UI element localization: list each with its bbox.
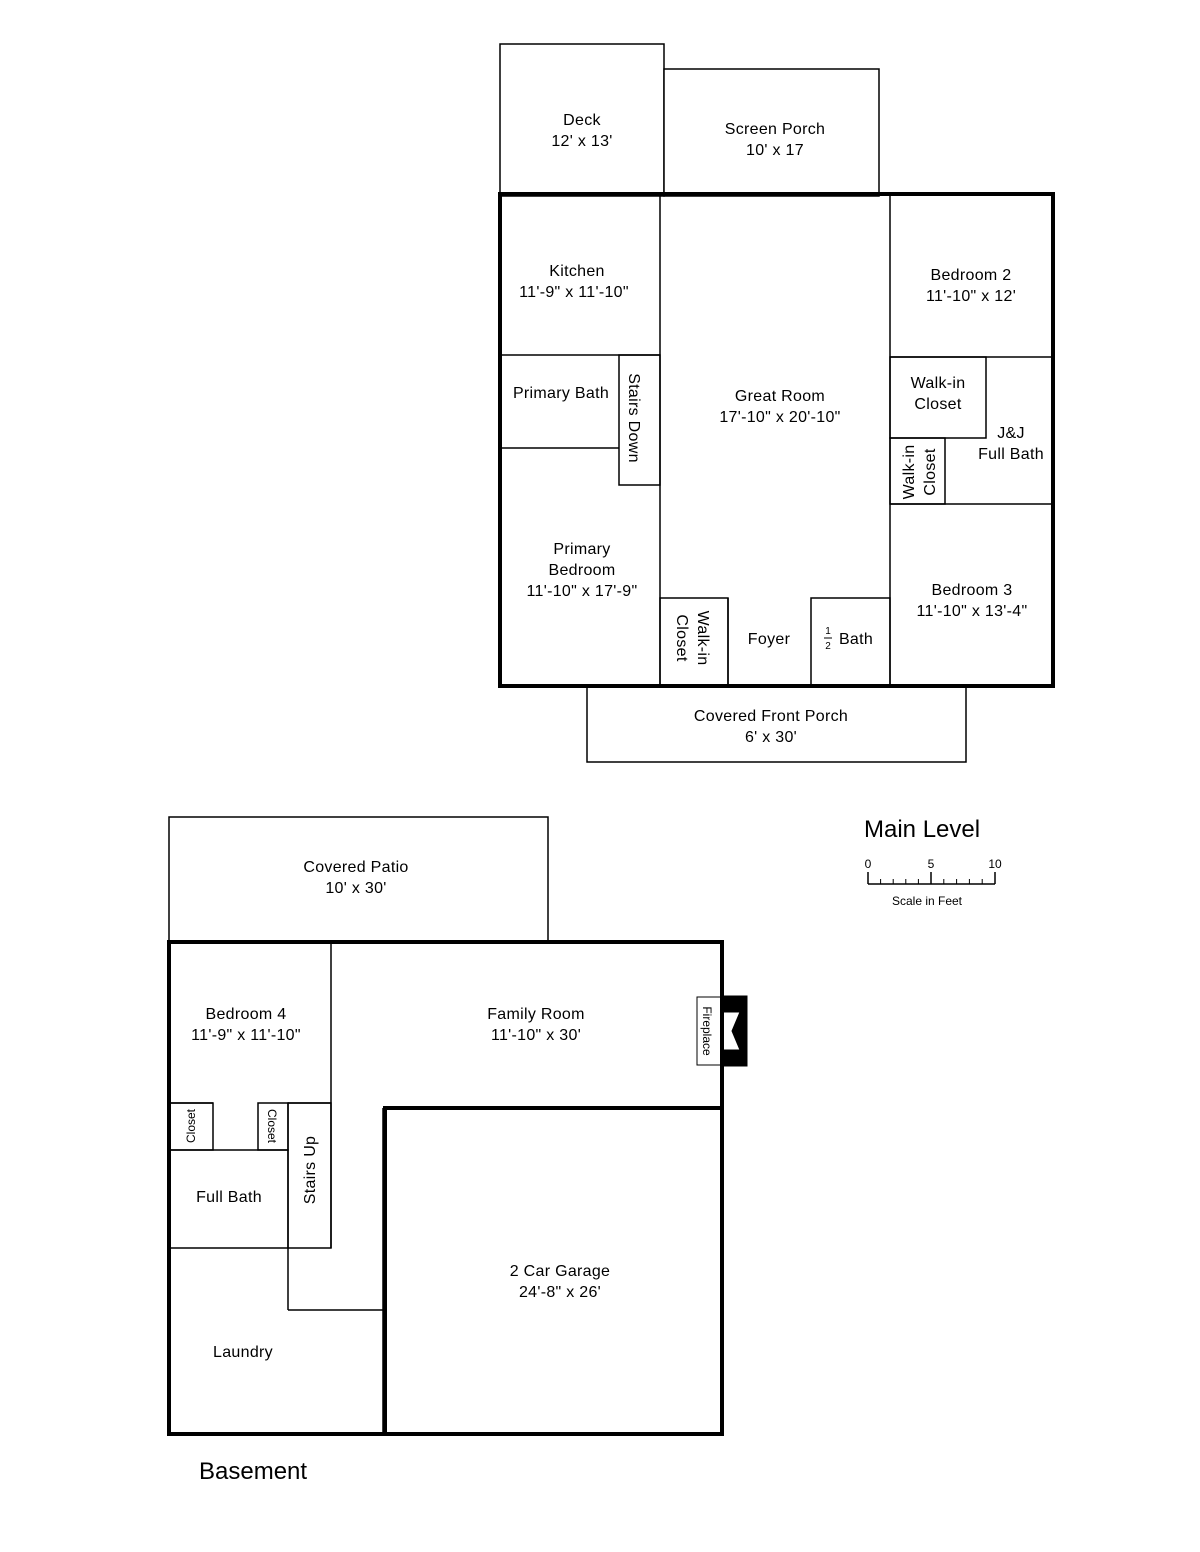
great-room-label: Great Room [735,388,825,405]
basement-title: Basement [199,1458,307,1485]
primary-bedroom-dims: 11'-10" x 17'-9" [527,583,638,600]
garage-wall [383,1106,724,1436]
screen-porch-room [663,68,880,197]
deck-room [499,43,665,197]
half-bath-fraction-den: 2 [825,641,831,652]
half-bath-label: 1 2 Bath [824,626,873,652]
scale-bar: 0 5 10 Scale in Feet [865,857,1002,908]
covered-front-porch-label: Covered Front Porch [694,708,848,725]
family-room-label: Family Room [487,1006,585,1023]
bedroom-2-dims: 11'-10" x 12' [926,288,1016,305]
scale-caption: Scale in Feet [892,894,963,908]
walk-in-closet-a-line1: Walk-in [911,375,966,392]
closet-a-label: Closet [184,1108,198,1143]
primary-bedroom-line2: Bedroom [548,562,615,579]
main-exterior-wall [498,192,1055,688]
fireplace: Fireplace [696,995,748,1067]
bedroom-3-dims: 11'-10" x 13'-4" [917,603,1028,620]
bedroom-3-label: Bedroom 3 [932,582,1013,599]
kitchen-dims: 11'-9" x 11'-10" [519,284,629,301]
basement-plan: Fireplace Family Room 11'-10" x 30' Cove… [167,816,748,1436]
scale-tick-5: 5 [928,857,935,871]
walk-in-closet-c-line2: Closet [673,614,690,661]
half-bath-name: Bath [839,631,873,648]
walk-in-closet-c-line1: Walk-in [694,611,711,666]
walk-in-closet-c-room [659,597,729,687]
walk-in-closet-b-label: Walk-in Closet [901,445,939,500]
closet-b-label: Closet [265,1109,279,1144]
screen-porch-dims: 10' x 17 [746,142,804,159]
kitchen-label: Kitchen [549,263,604,280]
deck-dims: 12' x 13' [551,133,612,150]
covered-patio-dims: 10' x 30' [325,880,386,897]
great-room-dims: 17'-10" x 20'-10" [719,409,840,426]
covered-patio-label: Covered Patio [303,859,408,876]
walk-in-closet-b-line2: Closet [922,448,939,495]
main-level-plan: Deck 12' x 13' Screen Porch 10' x 17 Kit… [498,43,1055,763]
main-level-title: Main Level [864,816,980,843]
fireplace-label: Fireplace [700,1006,714,1056]
covered-front-porch-dims: 6' x 30' [745,729,797,746]
screen-porch-label: Screen Porch [725,121,826,138]
stairs-up-label: Stairs Up [302,1136,319,1205]
stairs-down-label: Stairs Down [625,373,642,463]
primary-bath-label: Primary Bath [513,385,609,402]
bedroom-2-label: Bedroom 2 [931,267,1012,284]
primary-bedroom-line1: Primary [553,541,610,558]
walk-in-closet-b-line1: Walk-in [901,445,918,500]
scale-tick-10: 10 [988,857,1002,871]
garage-dims: 24'-8" x 26' [519,1284,601,1301]
half-bath-fraction-num: 1 [825,626,831,637]
laundry-label: Laundry [213,1344,273,1361]
garage-label: 2 Car Garage [510,1263,611,1280]
covered-patio-room [168,816,549,944]
foyer-label: Foyer [748,631,791,648]
scale-tick-0: 0 [865,857,872,871]
full-bath-label: Full Bath [196,1189,262,1206]
jj-full-bath-line1: J&J [997,425,1025,442]
walk-in-closet-c-label: Walk-in Closet [673,611,711,666]
main-interior-walls [500,196,1053,687]
jj-full-bath-line2: Full Bath [978,446,1044,463]
family-room-dims: 11'-10" x 30' [491,1027,581,1044]
stairs-down-room [618,354,661,486]
deck-label: Deck [563,112,601,129]
bedroom-4-label: Bedroom 4 [206,1006,287,1023]
bedroom-4-dims: 11'-9" x 11'-10" [191,1027,301,1044]
walk-in-closet-a-line2: Closet [914,396,961,413]
